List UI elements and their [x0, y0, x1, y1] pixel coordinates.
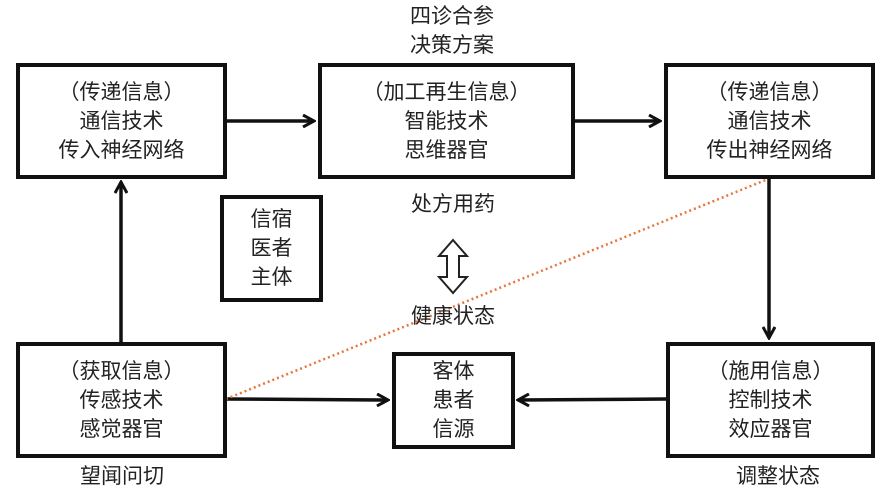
afferent-line-3: 传入神经网络: [58, 137, 185, 162]
efferent-line-3: 传出神经网络: [706, 137, 833, 162]
patient-line-1: 客体: [432, 359, 475, 383]
efferent-line-1: （传递信息）: [706, 79, 833, 104]
afferent-line-2: 通信技术: [79, 108, 164, 133]
patient-box: 客体 患者 信源: [392, 352, 515, 449]
application-box: （施用信息） 控制技术 效应器官: [666, 342, 875, 458]
arrow-application-to-patient: [518, 399, 667, 400]
application-line-3: 效应器官: [728, 416, 813, 441]
prescription-label: 处方用药: [411, 192, 495, 216]
decision-line-1: 四诊合参: [410, 4, 494, 28]
acquisition-box: （获取信息） 传感技术 感觉器官: [16, 342, 227, 458]
doctor-line-2: 医者: [250, 236, 293, 260]
processing-box: （加工再生信息） 智能技术 思维器官: [318, 63, 575, 179]
acquisition-line-3: 感觉器官: [79, 416, 164, 441]
doctor-line-1: 信宿: [250, 207, 293, 231]
adjust-state-label: 调整状态: [736, 464, 820, 488]
acquisition-line-2: 传感技术: [79, 387, 164, 412]
acquisition-line-1: （获取信息）: [58, 358, 185, 383]
diagnosis-label: 望闻问切: [80, 464, 164, 488]
application-line-2: 控制技术: [728, 387, 813, 412]
double-arrow-icon: [436, 238, 470, 295]
health-state-label: 健康状态: [411, 304, 495, 328]
doctor-box: 信宿 医者 主体: [220, 195, 323, 302]
doctor-line-3: 主体: [250, 265, 293, 289]
efferent-line-2: 通信技术: [727, 108, 812, 133]
afferent-line-1: （传递信息）: [58, 79, 185, 104]
processing-line-3: 思维器官: [404, 137, 489, 162]
processing-line-1: （加工再生信息）: [362, 79, 531, 104]
patient-line-3: 信源: [432, 417, 475, 441]
processing-line-2: 智能技术: [404, 108, 489, 133]
patient-line-2: 患者: [432, 388, 475, 412]
afferent-network-box: （传递信息） 通信技术 传入神经网络: [16, 63, 227, 179]
decision-line-2: 决策方案: [410, 33, 494, 57]
efferent-network-box: （传递信息） 通信技术 传出神经网络: [664, 63, 875, 179]
arrow-acquisition-to-patient: [225, 399, 388, 400]
decision-label: 四诊合参 决策方案: [396, 2, 508, 60]
application-line-1: （施用信息）: [707, 358, 834, 383]
